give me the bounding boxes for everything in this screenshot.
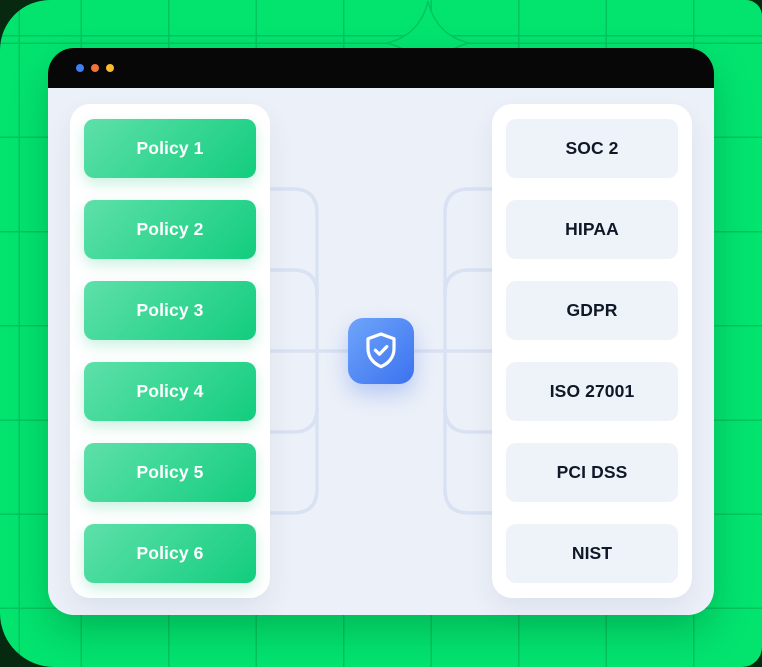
window-titlebar [48,48,714,88]
frameworks-card: SOC 2 HIPAA GDPR ISO 27001 PCI DSS NIST [492,104,692,598]
shield-tile [348,318,414,384]
policy-button-3[interactable]: Policy 3 [84,281,256,340]
framework-button-gdpr[interactable]: GDPR [506,281,678,340]
policy-button-1[interactable]: Policy 1 [84,119,256,178]
framework-button-iso27001[interactable]: ISO 27001 [506,362,678,421]
shield-check-icon [366,332,396,369]
window-dot-yellow[interactable] [106,64,114,72]
framework-button-hipaa[interactable]: HIPAA [506,200,678,259]
framework-button-pcidss[interactable]: PCI DSS [506,443,678,502]
framework-button-nist[interactable]: NIST [506,524,678,583]
window-dot-orange[interactable] [91,64,99,72]
policy-button-4[interactable]: Policy 4 [84,362,256,421]
window-dot-blue[interactable] [76,64,84,72]
policy-button-6[interactable]: Policy 6 [84,524,256,583]
policy-button-5[interactable]: Policy 5 [84,443,256,502]
policies-card: Policy 1 Policy 2 Policy 3 Policy 4 Poli… [70,104,270,598]
framework-button-soc2[interactable]: SOC 2 [506,119,678,178]
policy-button-2[interactable]: Policy 2 [84,200,256,259]
